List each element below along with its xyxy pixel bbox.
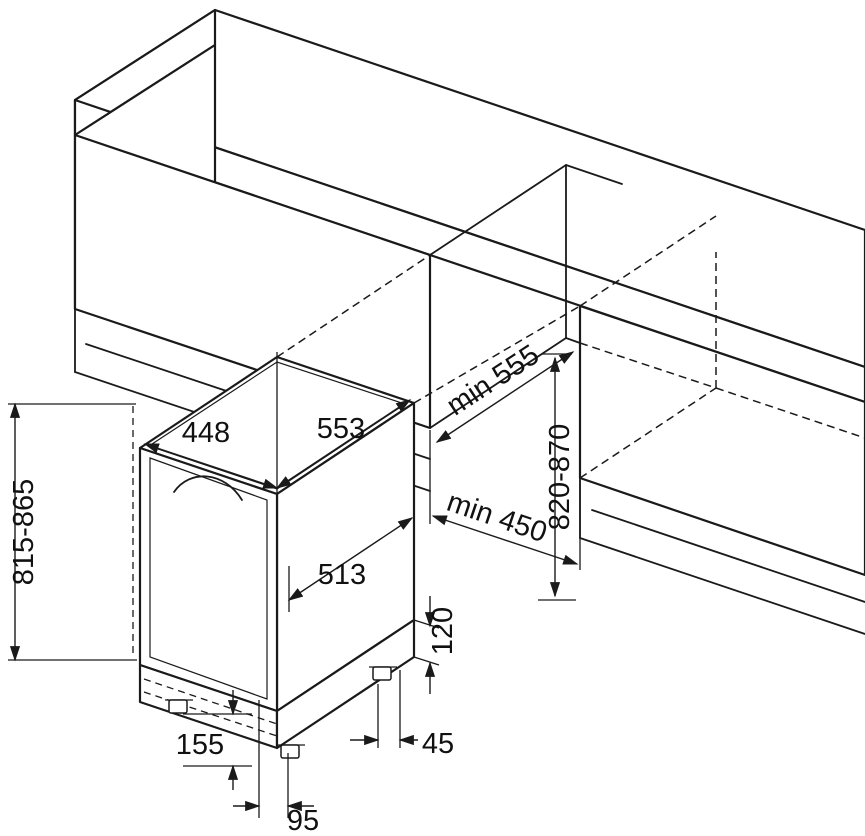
niche-back-floor-edge: [565, 337, 581, 344]
label-niche-width: min 450: [443, 486, 551, 549]
label-plinth-clearance: 120: [427, 607, 459, 655]
dimension-appliance-width: 448: [143, 352, 279, 502]
niche-left-wall-top-edge: [429, 164, 567, 256]
dimension-plinth-recess: 95: [233, 700, 319, 836]
dimension-plinth-clearance: 120: [413, 596, 459, 694]
label-foot-inset: 45: [422, 728, 454, 760]
label-appliance-height: 815-865: [8, 479, 40, 585]
counter-run: [73, 8, 865, 635]
worktop-front-face: [73, 98, 865, 404]
label-appliance-depth: 553: [317, 413, 365, 445]
niche-back-top-edge: [565, 164, 623, 185]
label-foot-adjust: 155: [176, 729, 224, 761]
adjustable-foot: [165, 699, 193, 714]
dimension-body-depth: 513: [287, 517, 414, 612]
dimension-appliance-depth: 553: [275, 399, 412, 489]
dimension-appliance-height: 815-865: [8, 402, 137, 662]
label-appliance-width: 448: [182, 417, 230, 449]
dimension-foot-adjust: 155: [176, 690, 252, 790]
dimension-niche-height: 820-870: [538, 353, 576, 601]
adjustable-foot: [369, 666, 397, 681]
adjustable-foot: [277, 744, 305, 759]
label-body-depth: 513: [318, 559, 366, 591]
projection-line: [276, 254, 431, 358]
label-niche-height: 820-870: [544, 424, 576, 530]
cabinet-right-front: [578, 304, 865, 577]
dimension-foot-inset: 45: [350, 670, 454, 760]
label-plinth-recess: 95: [287, 805, 319, 836]
